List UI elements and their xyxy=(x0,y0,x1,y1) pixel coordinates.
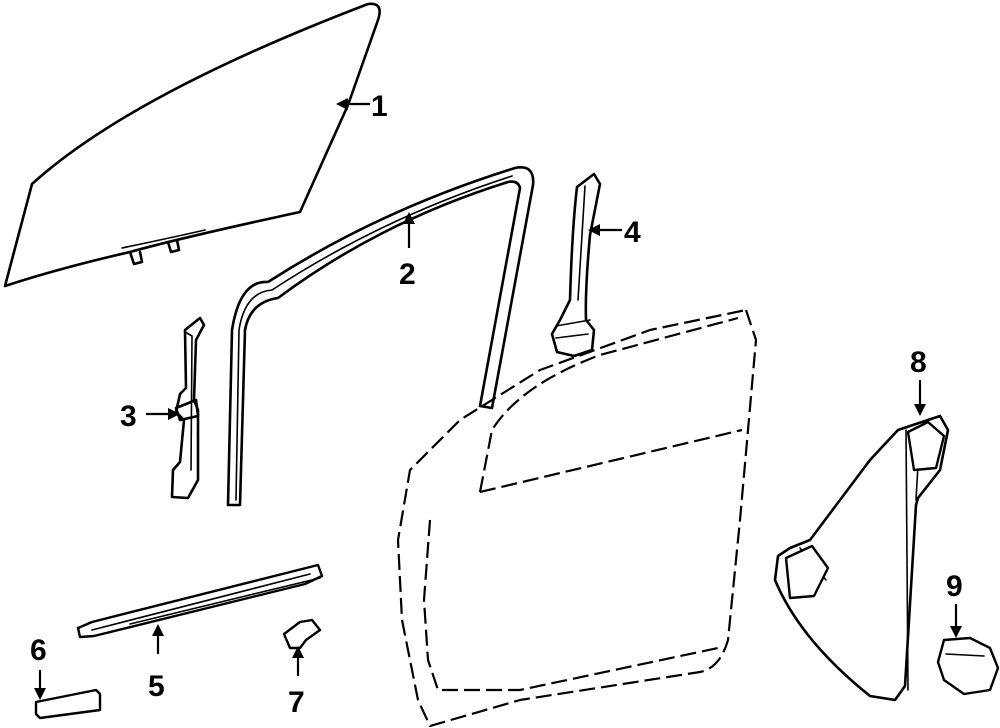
part-window-regulator xyxy=(773,414,950,702)
part-window-motor xyxy=(936,636,1000,696)
callout-2: 2 xyxy=(399,258,416,291)
part-rear-guide xyxy=(170,316,206,500)
callout-7: 7 xyxy=(288,686,305,719)
callout-4: 4 xyxy=(624,216,641,249)
part-small-trim xyxy=(34,688,102,720)
door-shell-outline xyxy=(396,308,758,728)
callout-5: 5 xyxy=(148,670,165,703)
callout-3: 3 xyxy=(120,400,137,433)
callout-1: 1 xyxy=(371,90,388,123)
callout-6: 6 xyxy=(30,634,47,667)
part-belt-piece xyxy=(550,172,602,358)
part-clip xyxy=(282,618,322,650)
part-belt-moulding xyxy=(76,563,324,639)
callout-arrows xyxy=(34,98,962,700)
callout-9: 9 xyxy=(946,570,963,603)
callout-8: 8 xyxy=(910,346,927,379)
part-run-channel xyxy=(226,166,535,507)
part-door-glass xyxy=(3,2,381,288)
